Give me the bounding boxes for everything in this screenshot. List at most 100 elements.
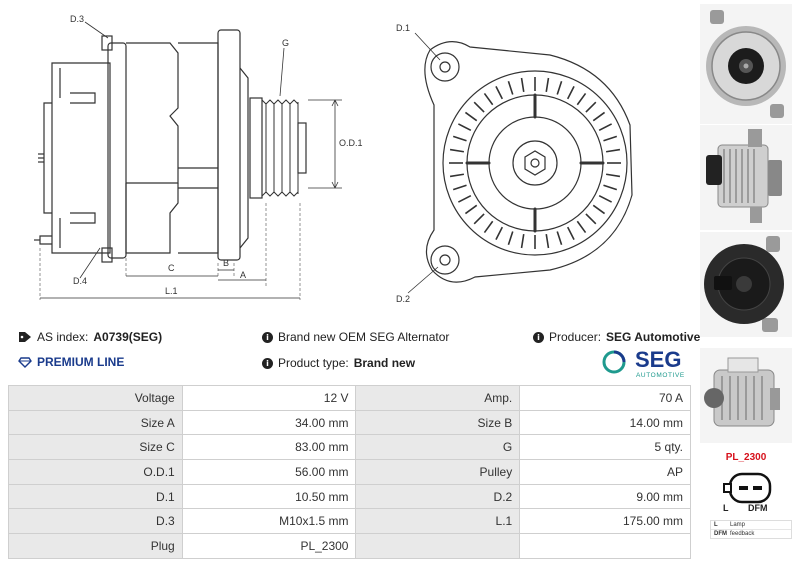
product-photo-rear[interactable]	[700, 232, 792, 337]
label-l1: L.1	[165, 286, 178, 296]
cooling-fin	[566, 226, 575, 240]
spec-value: 70 A	[519, 385, 691, 411]
spec-value	[519, 533, 691, 559]
cooling-fin	[598, 123, 612, 132]
cooling-fin	[556, 80, 563, 95]
cooling-fin	[452, 135, 467, 142]
spec-value: M10x1.5 mm	[181, 508, 357, 535]
cooling-fin	[449, 173, 465, 178]
spec-value: 14.00 mm	[519, 409, 691, 436]
cooling-fin	[576, 92, 587, 106]
spec-value: 5 qty.	[519, 434, 691, 461]
label-od1: O.D.1	[339, 138, 363, 148]
producer-value: SEG Automotive	[606, 330, 701, 344]
spec-value: 56.00 mm	[181, 459, 357, 485]
spec-label: D.3	[8, 508, 183, 535]
cooling-fin	[545, 233, 550, 249]
legend-key: L	[714, 522, 718, 528]
label-d3: D.3	[70, 14, 84, 24]
spec-value: PL_2300	[181, 533, 357, 559]
front-view-drawing: D.1 D.2	[396, 23, 633, 304]
product-type-line: i Product type: Brand new	[262, 356, 415, 370]
plug-pin-dfm: DFM	[748, 503, 768, 513]
legend-desc: feedback	[730, 531, 755, 537]
as-index-label: AS index:	[37, 330, 89, 344]
cooling-fin	[495, 226, 504, 240]
spec-value: 83.00 mm	[181, 434, 357, 461]
cooling-fin	[458, 194, 472, 203]
spec-label: O.D.1	[8, 459, 183, 485]
tag-icon	[19, 332, 31, 342]
spec-value: 10.50 mm	[181, 483, 357, 510]
spec-label: G	[355, 434, 521, 461]
cooling-fin	[556, 231, 563, 246]
cooling-fin	[473, 213, 485, 225]
info-icon: i	[262, 357, 273, 369]
cooling-fin	[483, 92, 494, 106]
label-a: A	[240, 270, 246, 280]
legend-row: L Lamp	[711, 521, 791, 530]
cooling-fin	[458, 123, 472, 132]
cooling-fin	[520, 233, 525, 249]
cooling-fin	[464, 111, 478, 122]
spec-label: L.1	[355, 508, 521, 535]
spec-label: Voltage	[8, 385, 183, 411]
product-photo-angle[interactable]	[700, 348, 792, 443]
spec-label: Plug	[8, 533, 183, 559]
cooling-fin	[520, 77, 525, 93]
spec-value: 175.00 mm	[519, 508, 691, 535]
cooling-fin	[592, 204, 606, 215]
cooling-fin	[452, 184, 467, 191]
cooling-fin	[592, 111, 606, 122]
spec-value: 34.00 mm	[181, 409, 357, 436]
plug-legend: L Lamp DFM feedback	[710, 520, 792, 539]
legend-desc: Lamp	[730, 522, 746, 528]
as-index-value: A0739(SEG)	[93, 330, 163, 344]
cooling-fin	[507, 231, 514, 246]
cooling-fin	[495, 86, 504, 100]
spec-label: D.1	[8, 483, 183, 510]
info-icon: i	[262, 331, 273, 343]
premium-text: PREMIUM LINE	[37, 355, 125, 369]
spec-label: Size C	[8, 434, 183, 461]
cooling-fin	[585, 101, 597, 113]
product-photo-front[interactable]	[700, 4, 792, 124]
cooling-fin	[605, 173, 621, 178]
label-b: B	[223, 258, 229, 268]
label-g: G	[282, 38, 289, 48]
product-type-label: Product type:	[278, 356, 349, 370]
cooling-fin	[473, 101, 485, 113]
product-photo-side[interactable]	[700, 125, 792, 230]
spec-value: AP	[519, 459, 691, 485]
cooling-fin	[483, 220, 494, 234]
cooling-fin	[603, 135, 618, 142]
spec-value: 9.00 mm	[519, 483, 691, 510]
info-icon: i	[533, 331, 544, 343]
premium-line-badge: PREMIUM LINE	[18, 355, 124, 369]
cooling-fin	[576, 220, 587, 234]
cooling-fin	[507, 80, 514, 95]
label-c: C	[168, 263, 175, 273]
diamond-icon	[18, 356, 32, 368]
condition-line: i Brand new OEM SEG Alternator	[262, 330, 449, 344]
seg-logo-name: SEG	[635, 347, 681, 372]
plug-connector-icon	[723, 472, 772, 504]
product-type-value: Brand new	[353, 356, 416, 370]
producer-label: Producer:	[549, 330, 602, 344]
producer-line: i Producer: SEG Automotive	[533, 330, 700, 344]
condition-text: Brand new OEM SEG Alternator	[278, 330, 450, 344]
spec-label: Size A	[8, 409, 183, 436]
cooling-fin	[598, 194, 612, 203]
as-index-line: AS index: A0739(SEG)	[18, 330, 162, 344]
side-view-drawing: D.3 G O.D.1 D.4 C B A L.1	[34, 14, 363, 300]
legend-row: DFM feedback	[711, 530, 791, 538]
cooling-fin	[605, 148, 621, 153]
seg-logo-tagline: AUTOMOTIVE	[636, 372, 685, 379]
